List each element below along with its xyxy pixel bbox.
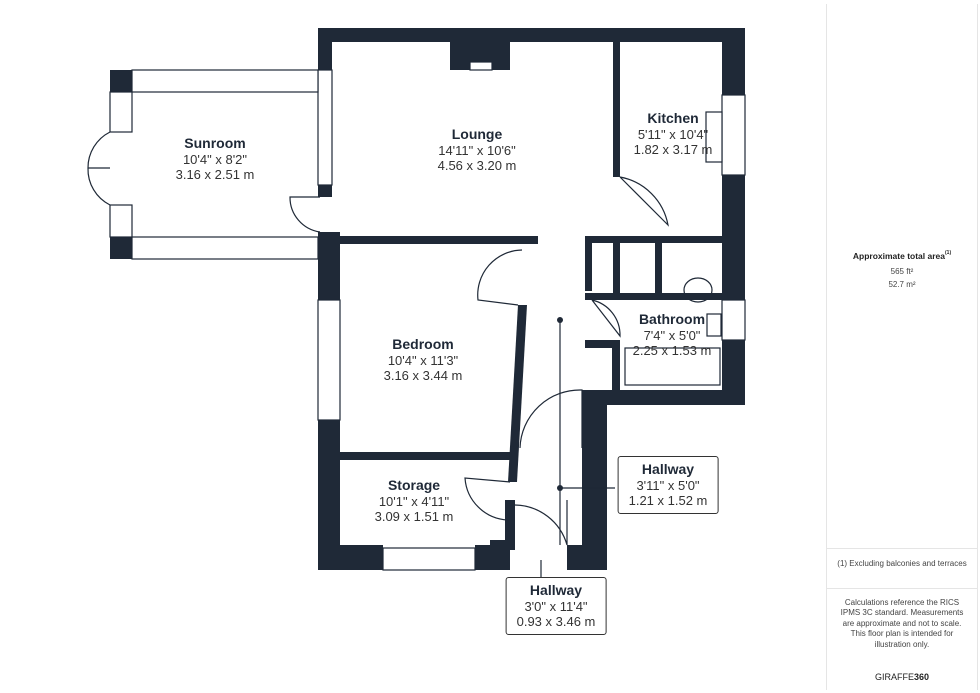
divider bbox=[827, 588, 977, 589]
wall bbox=[585, 340, 620, 348]
kitchen-sink bbox=[705, 111, 723, 163]
room-label-storage: Storage 10'1" x 4'11" 3.09 x 1.51 m bbox=[375, 477, 454, 525]
light-point bbox=[557, 317, 563, 323]
door bbox=[514, 500, 568, 546]
wall bbox=[655, 236, 662, 300]
area-title: Approximate total area bbox=[852, 251, 945, 261]
disclaimer: Calculations reference the RICS IPMS 3C … bbox=[840, 598, 964, 649]
room-metric: 0.93 x 3.46 m bbox=[516, 614, 596, 630]
area-note-mark: (1) bbox=[945, 250, 952, 256]
wall bbox=[613, 42, 620, 177]
wall bbox=[318, 28, 745, 42]
wall bbox=[490, 540, 510, 550]
wall bbox=[582, 390, 607, 570]
room-name: Kitchen bbox=[647, 110, 699, 126]
wall bbox=[585, 293, 722, 300]
room-label-bathroom: Bathroom 7'4" x 5'0" 2.25 x 1.53 m bbox=[633, 311, 712, 359]
wall bbox=[318, 420, 340, 570]
room-label-hallway: Hallway 3'11" x 5'0" 1.21 x 1.52 m bbox=[617, 456, 719, 514]
window bbox=[317, 69, 333, 186]
info-panel: Approximate total area(1) 565 ft² 52.7 m… bbox=[826, 4, 978, 690]
room-name: Sunroom bbox=[184, 135, 246, 151]
window bbox=[131, 236, 319, 260]
brand-number: 360 bbox=[913, 672, 930, 682]
divider bbox=[827, 548, 977, 549]
door bbox=[464, 477, 511, 521]
wall bbox=[318, 28, 332, 70]
room-metric: 3.09 x 1.51 m bbox=[374, 509, 454, 525]
door bbox=[591, 299, 621, 338]
wall bbox=[110, 237, 132, 259]
wall bbox=[110, 70, 132, 92]
window bbox=[382, 547, 476, 571]
wall bbox=[585, 236, 722, 243]
room-metric: 4.56 x 3.20 m bbox=[437, 158, 517, 174]
room-label-lounge: Lounge 14'11" x 10'6" 4.56 x 3.20 m bbox=[438, 126, 517, 174]
wall bbox=[612, 340, 620, 390]
room-name: Hallway bbox=[529, 582, 583, 598]
door bbox=[477, 249, 523, 306]
wall bbox=[722, 28, 745, 95]
room-label-hallway-2: Hallway 3'0" x 11'4" 0.93 x 3.46 m bbox=[505, 577, 607, 635]
wall bbox=[722, 175, 745, 300]
room-imperial: 10'4" x 11'3" bbox=[387, 352, 459, 368]
sink bbox=[706, 313, 722, 337]
wall bbox=[582, 390, 745, 405]
room-imperial: 3'0" x 11'4" bbox=[524, 598, 588, 614]
room-metric: 1.21 x 1.52 m bbox=[628, 493, 708, 509]
fireplace bbox=[469, 61, 493, 71]
door bbox=[519, 389, 583, 449]
window bbox=[109, 204, 133, 238]
wall bbox=[585, 236, 592, 291]
window bbox=[109, 91, 133, 133]
room-metric: 3.16 x 3.44 m bbox=[383, 368, 463, 384]
room-imperial: 10'1" x 4'11" bbox=[378, 493, 450, 509]
room-imperial: 5'11" x 10'4" bbox=[637, 126, 709, 142]
door bbox=[289, 196, 321, 233]
window bbox=[721, 299, 746, 341]
brand-text: GIRAFFE bbox=[874, 672, 914, 682]
french-door bbox=[87, 131, 111, 206]
room-metric: 2.25 x 1.53 m bbox=[632, 343, 712, 359]
room-name: Bedroom bbox=[392, 336, 454, 352]
window bbox=[721, 94, 746, 176]
room-imperial: 10'4" x 8'2" bbox=[182, 151, 248, 167]
brand-logo: GIRAFFE360 bbox=[827, 672, 977, 683]
bath bbox=[624, 347, 721, 386]
wall bbox=[505, 500, 515, 550]
window bbox=[131, 69, 319, 93]
wall bbox=[318, 232, 340, 300]
door bbox=[619, 176, 669, 227]
area-ft: 565 ft² bbox=[890, 267, 914, 276]
wall bbox=[722, 340, 745, 405]
room-name: Hallway bbox=[641, 461, 695, 477]
wall bbox=[318, 185, 332, 197]
area-summary: Approximate total area(1) 565 ft² 52.7 m… bbox=[827, 249, 977, 289]
footnote: (1) Excluding balconies and terraces bbox=[837, 559, 967, 568]
room-name: Lounge bbox=[451, 126, 503, 142]
room-imperial: 14'11" x 10'6" bbox=[438, 142, 516, 158]
wall bbox=[340, 452, 510, 460]
room-name: Bathroom bbox=[638, 311, 706, 327]
room-imperial: 7'4" x 5'0" bbox=[643, 327, 701, 343]
floor-plan-drawing bbox=[87, 28, 746, 578]
wall bbox=[613, 236, 620, 300]
room-label-kitchen: Kitchen 5'11" x 10'4" 1.82 x 3.17 m bbox=[634, 110, 713, 158]
room-name: Storage bbox=[387, 477, 441, 493]
toilet bbox=[683, 277, 713, 303]
room-imperial: 3'11" x 5'0" bbox=[636, 477, 700, 493]
room-metric: 3.16 x 2.51 m bbox=[175, 167, 255, 183]
window bbox=[317, 299, 341, 421]
wall bbox=[340, 236, 538, 244]
area-m: 52.7 m² bbox=[888, 280, 916, 289]
room-label-bedroom: Bedroom 10'4" x 11'3" 3.16 x 3.44 m bbox=[384, 336, 463, 384]
wall bbox=[508, 305, 527, 482]
room-label-sunroom: Sunroom 10'4" x 8'2" 3.16 x 2.51 m bbox=[176, 135, 255, 183]
room-metric: 1.82 x 3.17 m bbox=[633, 142, 713, 158]
wall bbox=[318, 545, 383, 570]
